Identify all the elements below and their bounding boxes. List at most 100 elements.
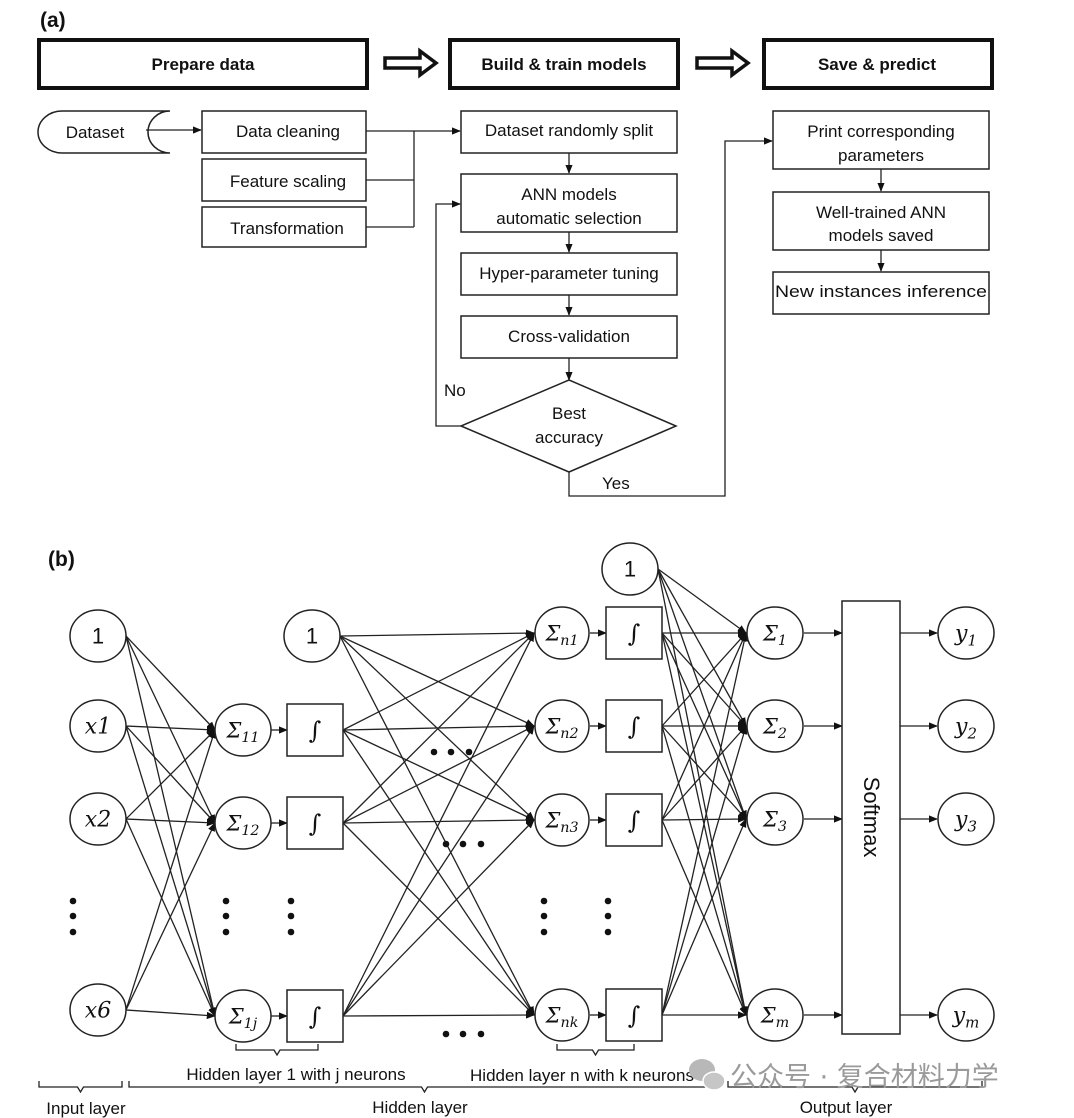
svg-text:Transformation: Transformation [230, 219, 344, 238]
node-label: Σ1j [228, 1004, 258, 1032]
output-sum-node: Σ2 [746, 699, 804, 753]
ellipsis-dot [465, 748, 473, 756]
ellipsis-dot [222, 912, 230, 920]
node-label: 1 [624, 557, 636, 582]
ellipsis-dot [459, 1030, 467, 1038]
ellipsis-dot [447, 748, 455, 756]
hiddenN-to-output-edge [661, 632, 747, 727]
yes-label: Yes [602, 474, 630, 493]
output-y-node: ym [937, 988, 995, 1042]
hidden1-to-hiddenN-edge [342, 632, 535, 731]
ellipsis-dot [604, 928, 612, 936]
hidden1-to-hiddenN-edge [342, 725, 535, 1017]
node-label: ∫ [628, 712, 641, 740]
output-layer-label: Output layer [800, 1098, 893, 1117]
svg-text:models saved: models saved [829, 226, 934, 245]
ellipsis-dot [540, 928, 548, 936]
no-label: No [444, 381, 466, 400]
step-hyperparameter-tuning: Hyper-parameter tuning [460, 252, 678, 296]
svg-text:Print corresponding: Print corresponding [807, 122, 954, 141]
step-feature-scaling: Feature scaling [201, 158, 367, 202]
softmax-block: Softmax [841, 600, 901, 1035]
node-label: Σ11 [225, 718, 259, 746]
svg-text:New instances inference: New instances inference [775, 282, 987, 301]
stage-arrow-2 [695, 47, 751, 79]
hidden1-to-hiddenN-edge [339, 635, 535, 727]
input-to-hidden1-edge [125, 729, 216, 820]
hidden1-to-hiddenN-edge [342, 822, 535, 1016]
node-label: Σn3 [544, 808, 578, 836]
node-label: Σnk [545, 1003, 579, 1031]
svg-text:Hyper-parameter tuning: Hyper-parameter tuning [479, 264, 659, 283]
input-to-hidden1-edge [125, 729, 216, 1011]
hiddenN-to-output-edge [657, 568, 747, 634]
hidden1-to-hiddenN-edge [339, 635, 535, 1016]
stage-title: Prepare data [152, 55, 256, 74]
hiddenN-to-output-edge [661, 815, 747, 823]
hiddenN-to-output-edge [661, 725, 747, 821]
hidden-layer-n-label: Hidden layer n with k neurons [470, 1066, 694, 1085]
stage-build-train: Build & train models [448, 38, 680, 90]
ellipsis-dot [540, 912, 548, 920]
panel-a-label: (a) [40, 9, 66, 32]
node-label: Σ3 [762, 807, 787, 835]
svg-text:accuracy: accuracy [535, 428, 604, 447]
node-label: ym [952, 1004, 980, 1032]
node-label: x2 [85, 808, 111, 833]
svg-text:parameters: parameters [838, 146, 924, 165]
hidden1-sum-node: Σ12 [214, 796, 272, 850]
node-label: ∫ [628, 806, 641, 834]
input-layer-bracket [38, 1081, 123, 1094]
watermark-text: 公众号 · 复合材料力学 [730, 1062, 999, 1093]
input-node: x2 [69, 792, 127, 846]
activation-block: ∫ [605, 793, 663, 847]
node-label: ∫ [309, 716, 322, 744]
node-label: x1 [85, 715, 111, 740]
hiddenN-sum-node: Σn3 [534, 793, 590, 847]
output-y-node: y3 [937, 792, 995, 846]
input-node: x1 [69, 699, 127, 753]
svg-text:Data cleaning: Data cleaning [236, 122, 340, 141]
ellipsis-dot [604, 897, 612, 905]
wechat-icon [689, 1059, 726, 1091]
watermark: 公众号 · 复合材料力学 [689, 1059, 999, 1093]
hiddenN-to-output-edge [661, 632, 747, 821]
stage-save-predict: Save & predict [762, 38, 994, 90]
input-node: x6 [69, 983, 127, 1037]
ellipsis-dot [222, 897, 230, 905]
svg-text:Best: Best [552, 404, 586, 423]
node-label: Σn1 [544, 621, 578, 649]
hiddenN-to-output-edge [657, 568, 748, 1016]
node-label: Σ2 [762, 714, 787, 742]
ellipsis-dot [604, 912, 612, 920]
node-label: 1 [306, 624, 318, 649]
ellipsis-dot [69, 897, 77, 905]
input-to-hidden1-edge [125, 635, 217, 1017]
input-to-hidden1-edge [125, 635, 216, 731]
hiddenN-bracket [556, 1044, 635, 1057]
node-label: 1 [92, 624, 104, 649]
node-label: ∫ [309, 1002, 322, 1030]
ellipsis-dot [442, 840, 450, 848]
hiddenN-sum-node: Σn1 [534, 606, 590, 660]
node-label: ∫ [309, 809, 322, 837]
hidden-layer-label: Hidden layer [372, 1098, 468, 1117]
step-data-cleaning: Data cleaning [201, 110, 367, 154]
node-label: y2 [954, 715, 977, 743]
activation-block: ∫ [286, 989, 344, 1043]
ellipsis-dot [222, 928, 230, 936]
hidden1-to-hiddenN-edge [342, 725, 535, 824]
yes-path: Yes [568, 137, 773, 497]
node-label: Σ1 [762, 621, 787, 649]
ellipsis-dot [442, 1030, 450, 1038]
step-transformation: Transformation [201, 206, 367, 248]
node-label: ∫ [628, 619, 641, 647]
loop-no-path: No [435, 200, 466, 427]
output-y-node: y2 [937, 699, 995, 753]
hidden1-to-hiddenN-edge [342, 1011, 535, 1019]
step-models-saved: Well-trained ANN models saved [772, 191, 990, 251]
activation-block: ∫ [605, 606, 663, 660]
hidden1-to-hiddenN-edge [342, 819, 535, 1017]
ellipsis-dots [69, 748, 612, 1038]
decision-best-accuracy: Best accuracy [459, 379, 678, 473]
